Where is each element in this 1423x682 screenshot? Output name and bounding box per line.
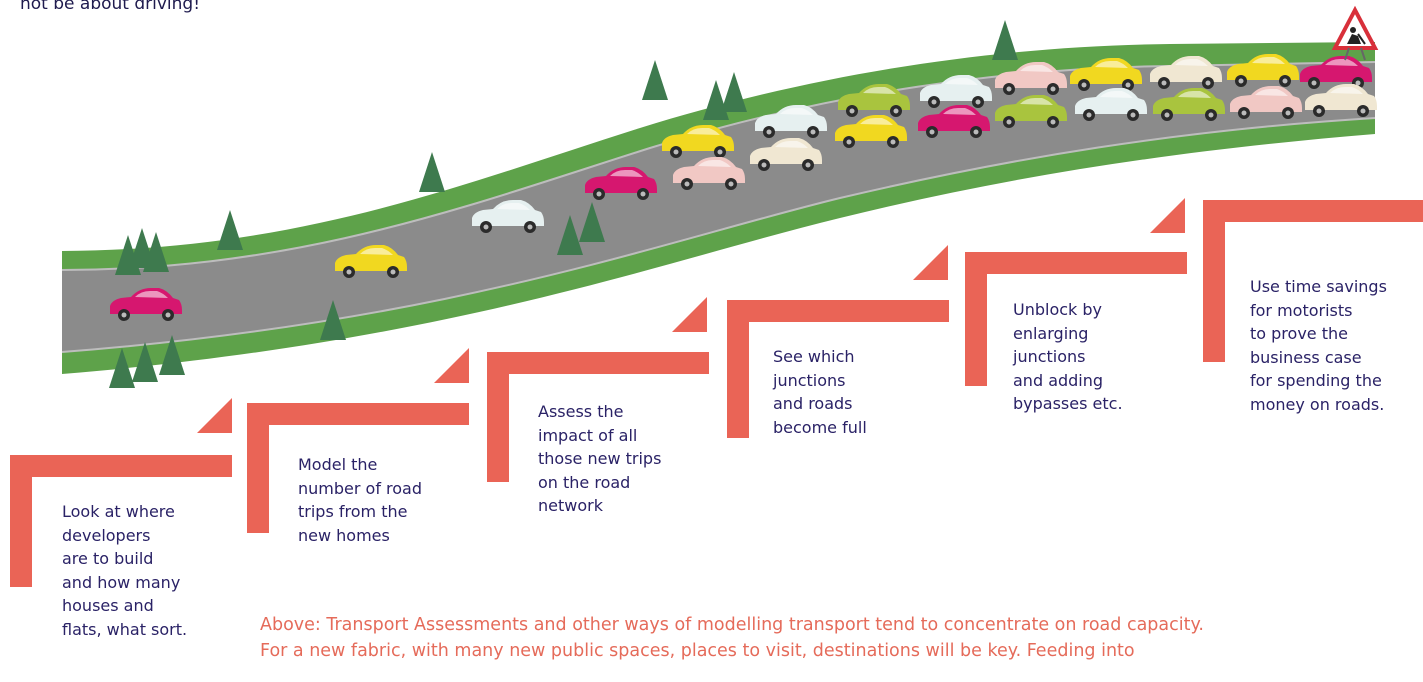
caption: Above: Transport Assessments and other w… [260, 612, 1420, 682]
step-bracket-5 [965, 198, 1187, 386]
caption-line-1: Above: Transport Assessments and other w… [260, 615, 1204, 635]
step-bracket-6 [1203, 200, 1423, 362]
tree-icon [721, 72, 747, 112]
step-bracket-1 [10, 398, 232, 587]
tree-icon [992, 20, 1018, 60]
step-4-text: See which junctions and roads become ful… [773, 347, 867, 437]
tree-icon [419, 152, 445, 192]
caption-line-2: For a new fabric, with many new public s… [260, 641, 1135, 661]
road-surface [62, 62, 1375, 352]
step-bracket-4 [727, 245, 949, 438]
step-2-text: Model the number of road trips from the … [298, 455, 423, 545]
tree-icon [642, 60, 668, 100]
road-edge-bottom [61, 117, 1376, 353]
step-bracket-3 [487, 297, 709, 482]
step-bracket-2 [247, 348, 469, 533]
roadworks-sign-icon [1331, 5, 1379, 61]
step-brackets [10, 198, 1423, 587]
step-3-text: Assess the impact of all those new trips… [538, 402, 662, 515]
tree-icon [217, 210, 243, 250]
intro-text: not be about driving! [20, 0, 201, 14]
step-6-text: Use time savings for motorists to prove … [1250, 277, 1387, 414]
step-1-text: Look at where developers are to build an… [62, 502, 188, 639]
step-5-text: Unblock by enlarging junctions and addin… [1013, 300, 1123, 413]
